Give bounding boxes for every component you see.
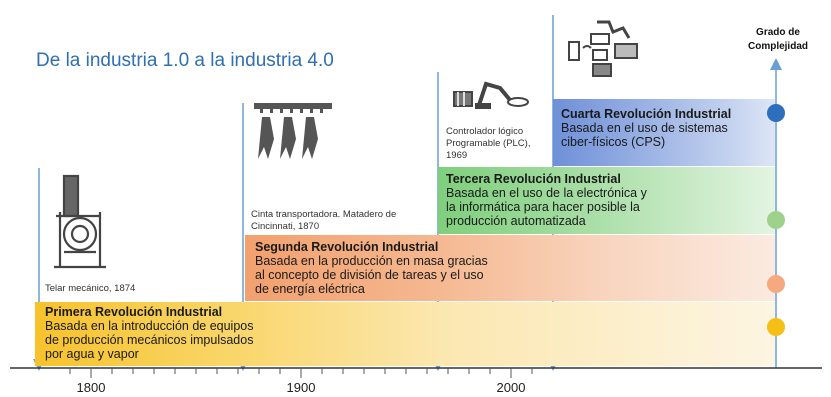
conveyor-icon	[254, 103, 332, 159]
band-segunda-heading: Segunda Revolución Industrial	[255, 240, 439, 254]
caption-cinta-1: Cinta transportadora. Matadero de	[251, 209, 397, 220]
dot-cuarta	[767, 104, 785, 122]
time-ticks	[69, 368, 533, 378]
caption-plc-3: 1969	[446, 150, 468, 161]
page-title: De la industria 1.0 a la industria 4.0	[36, 50, 334, 71]
band-tercera-heading: Tercera Revolución Industrial	[446, 172, 621, 186]
band-tercera-line3: producción automatizada	[446, 214, 586, 228]
band-cuarta-line1: Basada en el uso de sistemas	[561, 121, 728, 135]
band-segunda-line2: al concepto de división de tareas y el u…	[255, 268, 484, 282]
tick-label-1900: 1900	[286, 380, 316, 395]
robot-arm-icon	[453, 81, 529, 109]
band-primera-line3: por agua y vapor	[45, 347, 139, 361]
band-tercera-line1: Basada en el uso de la electrónica y	[446, 186, 647, 200]
complexity-title-line1: Grado de	[756, 27, 800, 38]
dot-primera	[767, 318, 785, 336]
loom-icon	[54, 174, 106, 269]
tick-label-2000: 2000	[496, 380, 526, 395]
complexity-title-line2: Complejidad	[747, 41, 808, 52]
caption-cinta-2: Cincinnati, 1870	[251, 221, 320, 232]
caption-plc-2: Programable (PLC),	[446, 138, 531, 149]
dot-tercera	[767, 211, 785, 229]
band-primera-heading: Primera Revolución Industrial	[45, 305, 223, 319]
band-cuarta-line2: ciber-físicos (CPS)	[561, 135, 666, 149]
band-primera-line2: de producción mecánicos impulsados	[45, 333, 254, 347]
complexity-axis-title: Grado de Complejidad	[741, 26, 815, 54]
cps-devices-icon	[568, 20, 638, 77]
caption-plc-1: Controlador lógico	[446, 126, 524, 137]
band-primera: Primera Revolución Industrial Basada en …	[35, 302, 775, 366]
band-tercera: Tercera Revolución Industrial Basada en …	[438, 167, 775, 234]
band-cuarta-heading: Cuarta Revolución Industrial	[561, 107, 732, 121]
dot-segunda	[767, 275, 785, 293]
band-segunda-line3: de energía eléctrica	[255, 282, 365, 296]
band-primera-line1: Basada en la introducción de equipos	[45, 319, 254, 333]
band-cuarta: Cuarta Revolución Industrial Basada en e…	[553, 99, 775, 166]
band-segunda: Segunda Revolución Industrial Basada en …	[245, 235, 775, 301]
band-tercera-line2: la informática para hacer posible la	[446, 200, 640, 214]
band-segunda-line1: Basada en la producción en masa gracias	[255, 254, 488, 268]
caption-telar: Telar mecánico, 1874	[45, 283, 136, 294]
tick-label-1800: 1800	[76, 380, 106, 395]
